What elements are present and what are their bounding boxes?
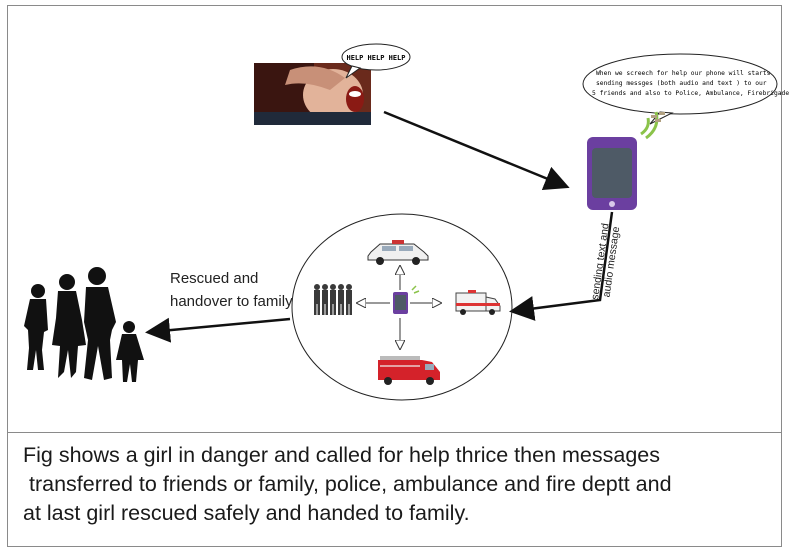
help-bubble-text: HELP HELP HELP bbox=[346, 54, 405, 62]
small-phone-icon bbox=[393, 285, 420, 314]
caption-divider bbox=[7, 432, 782, 433]
caption-line-1: Fig shows a girl in danger and called fo… bbox=[23, 443, 660, 467]
signal-waves-icon bbox=[640, 111, 665, 140]
smartphone-icon bbox=[587, 137, 637, 210]
arrow-phone-to-responders bbox=[509, 211, 614, 321]
caption-line-2: transferred to friends or family, police… bbox=[23, 472, 672, 496]
friends-group-icon bbox=[314, 284, 352, 315]
police-car-icon bbox=[367, 240, 429, 265]
help-speech-bubble: HELP HELP HELP bbox=[341, 43, 411, 79]
phone-speech-bubble: When we screech for help our phone will … bbox=[582, 53, 789, 125]
girl-in-danger-photo bbox=[254, 63, 371, 125]
family-silhouette-icon bbox=[24, 267, 144, 382]
ambulance-icon bbox=[455, 290, 501, 315]
rescued-label-line-1: Rescued and bbox=[170, 270, 258, 287]
arrow-responders-to-family bbox=[145, 317, 291, 343]
figure-caption: Fig shows a girl in danger and called fo… bbox=[23, 441, 763, 528]
phone-bubble-line-3: 5 friends and also to Police, Ambulance,… bbox=[592, 90, 789, 97]
fire-truck-icon bbox=[378, 356, 440, 385]
phone-bubble-line-2: sending messges (both audio and text ) t… bbox=[596, 80, 767, 87]
phone-bubble-line-1: When we screech for help our phone will … bbox=[596, 70, 771, 77]
figure-frame bbox=[7, 5, 782, 547]
rescued-label-line-2: handover to family bbox=[170, 293, 293, 310]
arrow-girl-to-phone bbox=[383, 110, 570, 191]
caption-line-3: at last girl rescued safely and handed t… bbox=[23, 501, 470, 525]
responders-circle bbox=[291, 213, 513, 401]
